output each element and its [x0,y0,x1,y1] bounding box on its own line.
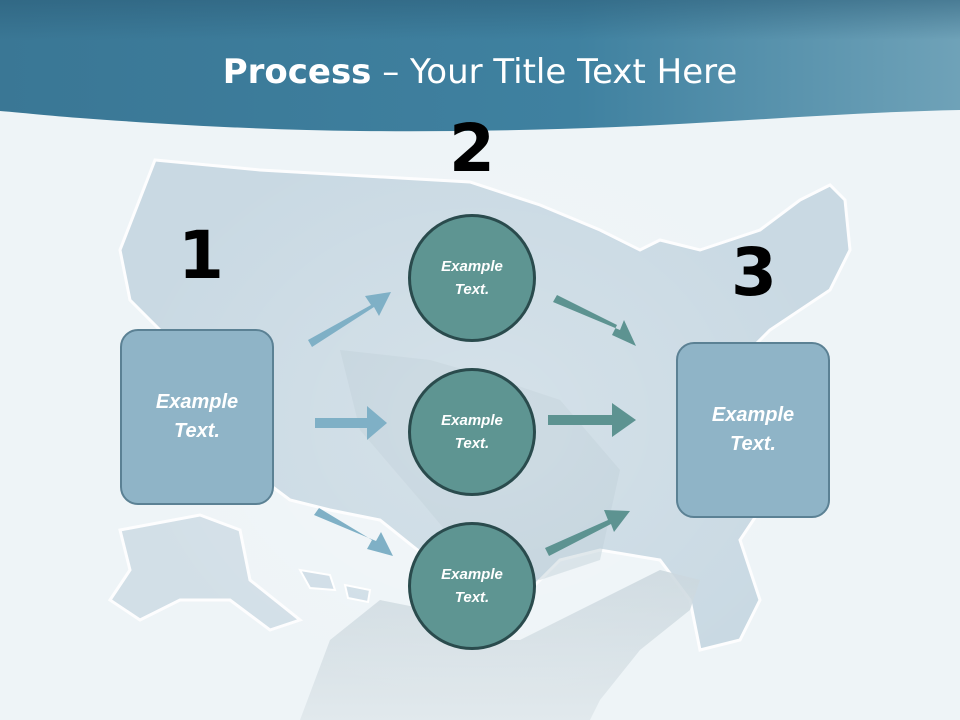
circle-middle: Example Text. [408,368,536,496]
circle-top: Example Text. [408,214,536,342]
circle-top-text: Example Text. [441,258,503,298]
left-text-box: Example Text. [120,329,274,505]
title-rest: – Your Title Text Here [371,52,738,92]
circle-middle-text: Example Text. [441,412,503,452]
step-number-3: 3 [731,234,777,311]
step-number-1: 1 [178,217,224,294]
left-box-text: Example Text. [155,391,239,442]
step-number-2: 2 [449,110,495,187]
circle-bottom: Example Text. [408,522,536,650]
right-text-box: Example Text. [676,342,830,518]
slide-title: Process – Your Title Text Here [0,52,960,92]
circle-bottom-text: Example Text. [441,566,503,606]
right-box-text: Example Text. [711,404,795,455]
title-bold: Process [222,52,372,92]
